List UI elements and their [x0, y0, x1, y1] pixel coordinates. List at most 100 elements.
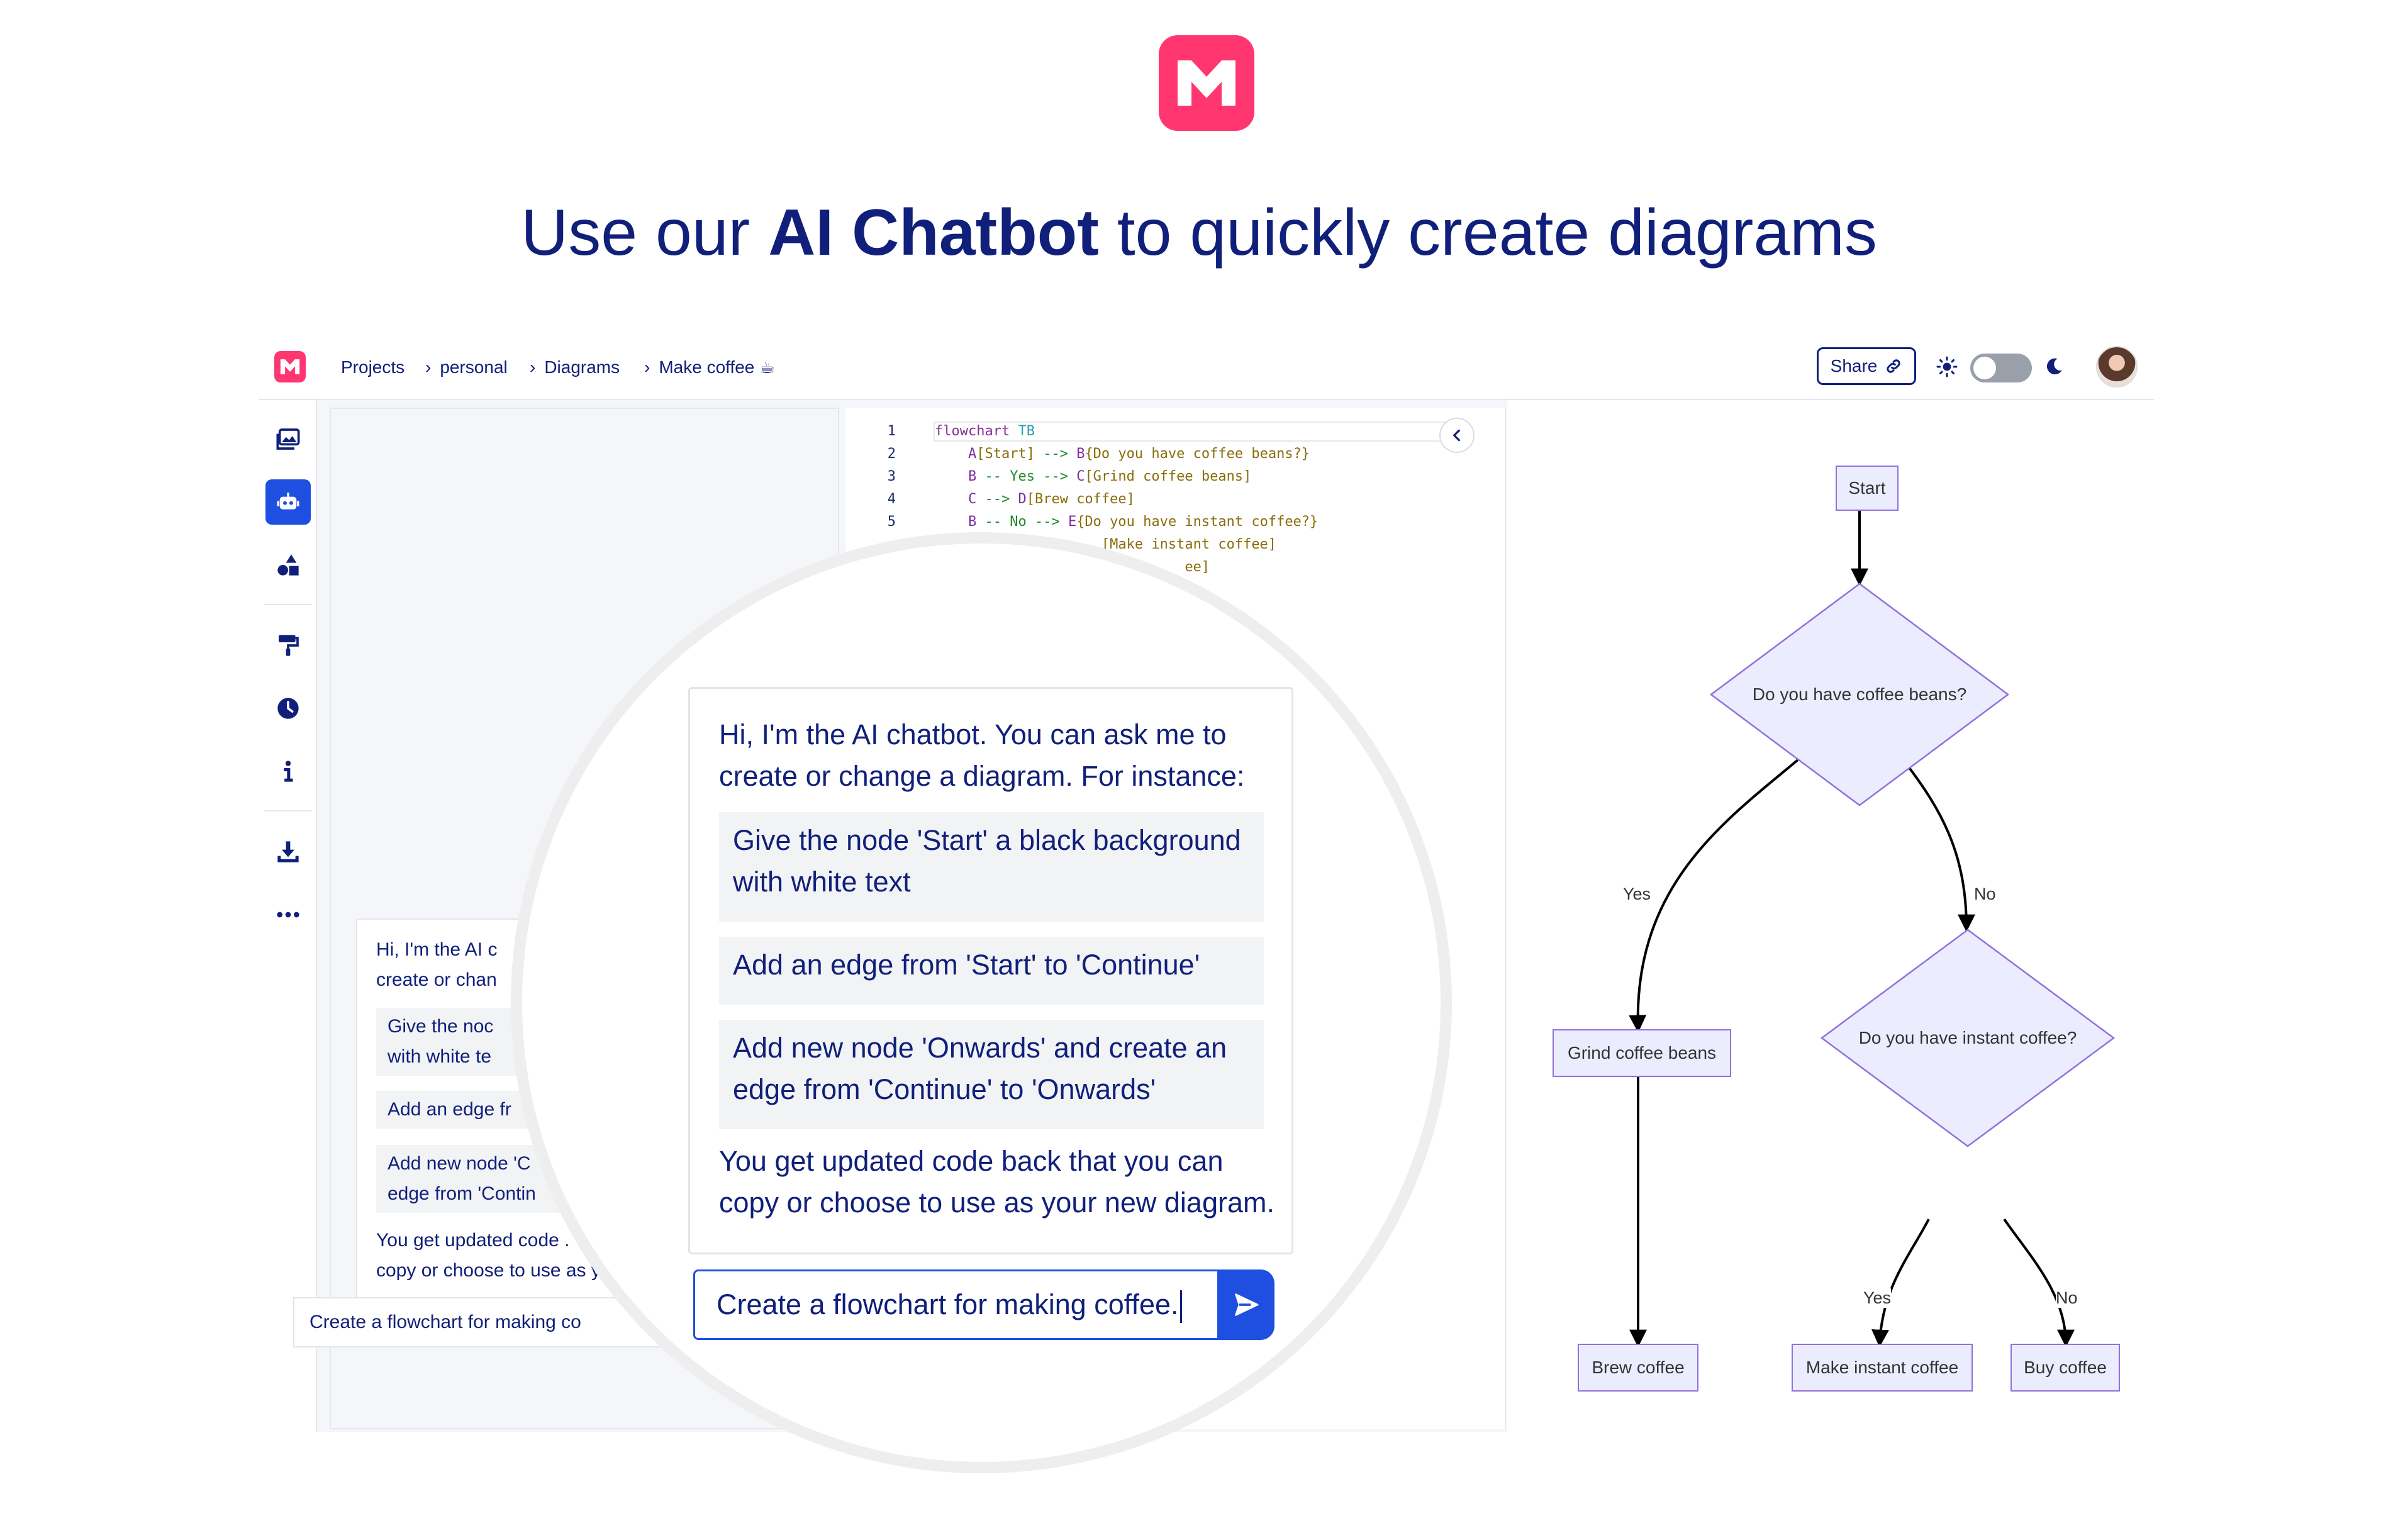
app-logo[interactable]: [274, 351, 306, 382]
code-token: C: [935, 491, 977, 507]
code-line[interactable]: 3 B -- Yes --> C[Grind coffee beans]: [845, 466, 1252, 488]
sidebar-item-info[interactable]: [265, 749, 311, 794]
code-token: -- Yes -->: [976, 469, 1077, 484]
node-buy[interactable]: Buy coffee: [2010, 1344, 2120, 1392]
chat-intro-line: create or change a diagram. For instance…: [719, 760, 1245, 792]
code-token: D: [1018, 491, 1027, 507]
breadcrumb-projects[interactable]: Projects: [341, 357, 405, 377]
sidebar-item-history[interactable]: [265, 686, 311, 731]
shapes-icon: [277, 554, 299, 576]
download-icon: [277, 841, 299, 862]
avatar[interactable]: [2096, 346, 2138, 388]
bot-icon: [277, 493, 299, 510]
chat-outro-line: copy or choose to use as your new diagra…: [719, 1186, 1274, 1219]
node-instant-label[interactable]: Do you have instant coffee?: [1858, 1028, 2077, 1047]
sidebar-divider: [264, 810, 312, 812]
sidebar-item-shapes[interactable]: [265, 542, 311, 588]
edge-instant-buy: [2003, 1218, 2075, 1348]
line-number: 1: [887, 423, 896, 439]
link-icon: [1887, 359, 1901, 373]
edge-label-yes: Yes: [1863, 1288, 1892, 1308]
code-token: [Start]: [976, 446, 1035, 462]
headline: Use our AI Chatbot to quickly create dia…: [521, 196, 1877, 269]
chat-outro-line: copy or choose to use as y: [376, 1260, 601, 1281]
paint-roller-icon: [279, 635, 299, 656]
code-line[interactable]: 5 B -- No --> E{Do you have instant coff…: [845, 511, 1319, 533]
edge-label-no: No: [1974, 884, 1996, 904]
top-bar: Projects ›personal ›Diagrams ›Make coffe…: [259, 335, 2154, 400]
sidebar-item-ai-chat[interactable]: [265, 479, 311, 525]
edge-beans-instant: [1901, 757, 1975, 932]
sidebar-item-images[interactable]: [265, 416, 311, 462]
node-beans-shape: [1709, 583, 2010, 806]
edge-beans-grind: [1629, 751, 1808, 1033]
code-token: B: [1076, 446, 1085, 462]
clock-icon: [277, 698, 299, 719]
code-token: {Do you have coffee beans?}: [1085, 446, 1310, 462]
chat-suggestion-add-edge[interactable]: Add an edge from 'Start' to 'Continue': [719, 937, 1264, 1005]
chat-outro-line: You get updated code .: [376, 1230, 570, 1251]
theme-toggle[interactable]: [1970, 354, 2032, 382]
text-caret: [1179, 1290, 1182, 1324]
send-button[interactable]: [1218, 1269, 1274, 1340]
info-icon: [284, 761, 293, 782]
code-token: [Grind coffee beans]: [1085, 469, 1252, 484]
code-token: flowchart: [935, 423, 1010, 439]
code-token: {Do you have instant coffee?}: [1076, 514, 1319, 530]
chat-intro-line: create or chan: [376, 969, 497, 990]
diagram-canvas[interactable]: Start Do you have coffee beans? Grind co…: [1507, 400, 2154, 1432]
line-number: 4: [887, 491, 896, 507]
code-token: TB: [1010, 423, 1035, 439]
sidebar-item-download[interactable]: [265, 829, 311, 874]
line-number: 5: [887, 514, 896, 530]
breadcrumb-personal[interactable]: ›personal: [425, 357, 508, 377]
code-token: -- No -->: [976, 514, 1068, 530]
send-icon: [1235, 1293, 1259, 1316]
sidebar-divider: [264, 604, 312, 605]
node-beans-label[interactable]: Do you have coffee beans?: [1752, 684, 1967, 704]
code-token: [Brew coffee]: [1026, 491, 1135, 507]
code-token: A: [935, 446, 977, 462]
code-token: C: [1076, 469, 1085, 484]
moon-icon[interactable]: [2043, 356, 2065, 377]
code-line[interactable]: 1 flowchart TB: [845, 420, 1035, 443]
node-brew[interactable]: Brew coffee: [1578, 1344, 1698, 1392]
node-grind[interactable]: Grind coffee beans: [1553, 1029, 1731, 1077]
logo-mark-icon: [280, 359, 300, 374]
sidebar-item-more[interactable]: [265, 892, 311, 937]
breadcrumb-diagrams[interactable]: ›Diagrams: [530, 357, 620, 377]
node-start[interactable]: Start: [1836, 466, 1899, 511]
edge-label-yes: Yes: [1623, 884, 1651, 904]
code-line[interactable]: ee]: [845, 556, 1210, 579]
hero-logo: [1159, 35, 1254, 131]
code-token: -->: [1034, 446, 1077, 462]
chat-outro-line: You get updated code back that you can: [719, 1145, 1224, 1177]
line-number: 2: [887, 446, 896, 462]
node-instant-shape: [1820, 929, 2116, 1147]
chat-message: Hi, I'm the AI chatbot. You can ask me t…: [688, 687, 1293, 1254]
code-token: ee]: [935, 559, 1210, 575]
logo-mark-icon: [1178, 60, 1235, 106]
sidebar: [259, 400, 317, 1432]
code-line[interactable]: 2 A[Start] --> B{Do you have coffee bean…: [845, 443, 1310, 466]
share-button[interactable]: Share: [1817, 347, 1916, 385]
edge-label-no: No: [2056, 1288, 2078, 1308]
sun-icon[interactable]: [1936, 356, 1958, 377]
node-make-instant[interactable]: Make instant coffee: [1792, 1344, 1973, 1392]
code-token: E: [1068, 514, 1077, 530]
chat-input[interactable]: Create a flowchart for making coffee.: [693, 1269, 1219, 1340]
magnifier-overlay: Hi, I'm the AI chatbot. You can ask me t…: [511, 532, 1452, 1473]
code-line[interactable]: [Make instant coffee]: [845, 533, 1276, 556]
code-line[interactable]: 4 C --> D[Brew coffee]: [845, 488, 1135, 511]
code-token: B: [935, 469, 977, 484]
line-number: 3: [887, 469, 896, 484]
code-token: [Make instant coffee]: [935, 537, 1277, 552]
chat-suggestion-add-node[interactable]: Add new node 'Onwards' and create an edg…: [719, 1020, 1264, 1129]
collapse-editor-button[interactable]: [1439, 418, 1475, 453]
breadcrumb-current-diagram[interactable]: ›Make coffee ☕: [644, 357, 776, 377]
chat-suggestion-black-background[interactable]: Give the node 'Start' a black background…: [719, 812, 1264, 922]
code-token: -->: [976, 491, 1018, 507]
sidebar-item-theme[interactable]: [265, 623, 311, 668]
chevron-left-icon: [1453, 429, 1460, 442]
chat-intro-line: Hi, I'm the AI chatbot. You can ask me t…: [719, 718, 1227, 750]
